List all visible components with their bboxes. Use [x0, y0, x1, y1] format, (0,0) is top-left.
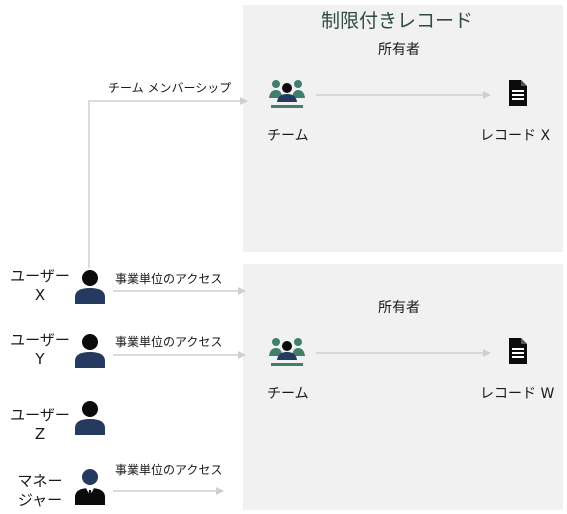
record-w-label: レコード W — [480, 386, 555, 402]
bottom-owner-label: 所有者 — [378, 300, 420, 316]
user-name-line1: マネー — [17, 472, 63, 490]
user-y-name: ユーザー Y — [2, 331, 78, 369]
document-icon — [509, 338, 527, 364]
restricted-records-title: 制限付きレコード — [321, 10, 474, 32]
access-label-x: 事業単位のアクセス — [115, 272, 223, 286]
user-icon — [75, 270, 105, 304]
user-name-line1: ユーザー — [10, 406, 70, 424]
user-name-line2: ジャー — [17, 491, 63, 509]
user-name-line2: Z — [34, 425, 46, 443]
document-icon — [509, 80, 527, 106]
user-name-line2: X — [34, 286, 46, 304]
user-icon — [75, 401, 105, 435]
business-unit-panel — [243, 264, 563, 510]
manager-icon — [75, 469, 105, 505]
user-x-name: ユーザー X — [2, 267, 78, 305]
user-name-line2: Y — [35, 350, 45, 368]
team-icon — [269, 338, 305, 366]
access-label-y: 事業単位のアクセス — [115, 335, 223, 349]
manager-name: マネー ジャー — [2, 472, 78, 510]
access-label-manager: 事業単位のアクセス — [115, 463, 223, 477]
team-membership-label: チーム メンバーシップ — [108, 81, 232, 95]
user-name-line1: ユーザー — [10, 331, 70, 349]
top-owner-label: 所有者 — [378, 42, 420, 58]
user-icon — [75, 334, 105, 368]
bottom-team-label: チーム — [267, 386, 309, 402]
restricted-records-panel — [243, 5, 563, 252]
user-z-name: ユーザー Z — [2, 406, 78, 444]
record-x-label: レコード X — [480, 128, 551, 144]
top-team-label: チーム — [267, 128, 309, 144]
user-name-line1: ユーザー — [10, 267, 70, 285]
team-icon — [269, 80, 305, 108]
team-membership-connector — [88, 97, 248, 268]
